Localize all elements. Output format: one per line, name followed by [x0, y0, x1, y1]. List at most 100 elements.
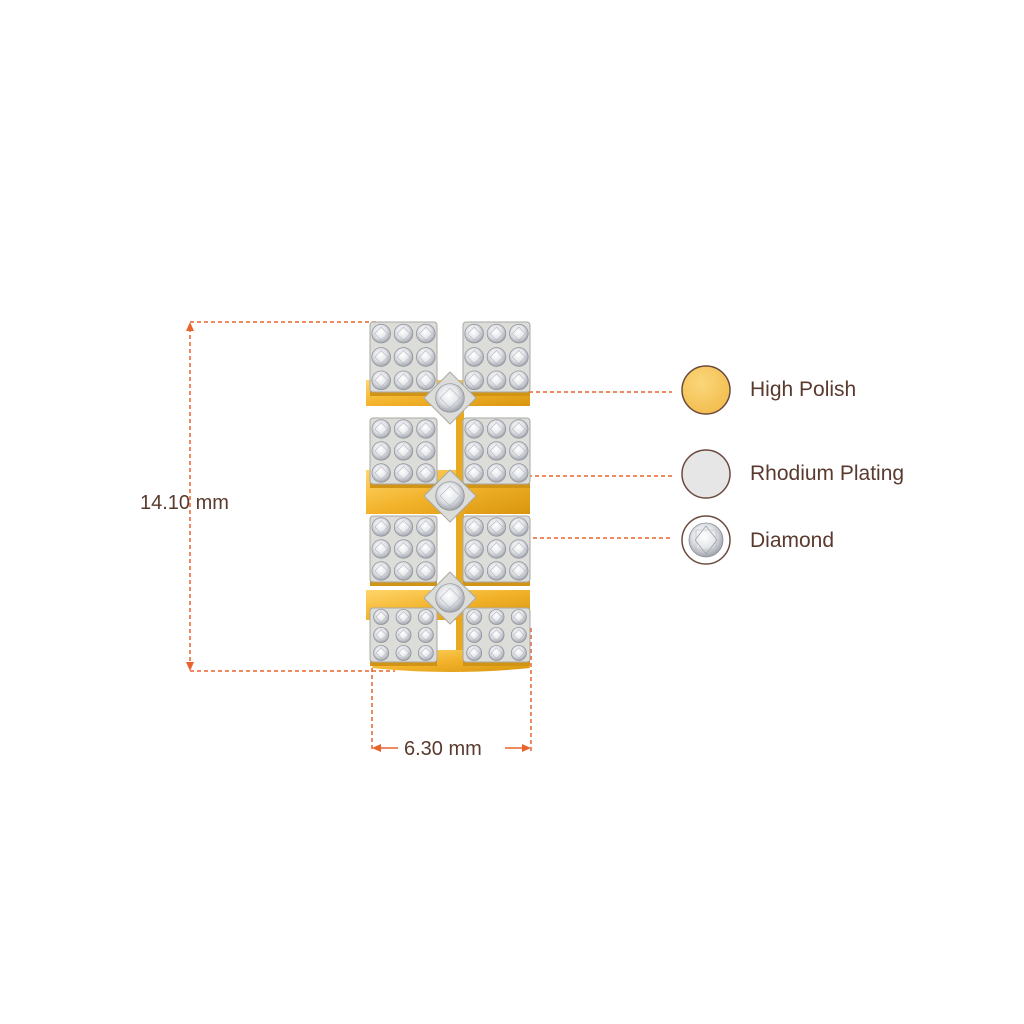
diamond-stone [395, 609, 412, 625]
diamond-stone [486, 561, 507, 581]
diamond-stone [371, 347, 391, 367]
diamond-stone [509, 419, 529, 439]
diamond-stone [464, 323, 484, 344]
diamond-stone [395, 627, 412, 643]
center-diamond [423, 469, 477, 523]
diamond-stone [416, 539, 436, 559]
diamond-stone [393, 419, 414, 439]
diamond-stone [435, 481, 465, 511]
diamond-stone [509, 517, 529, 537]
diamond-stone [510, 645, 527, 661]
diamond-stone [510, 627, 527, 643]
diamond-stone [393, 370, 414, 391]
diamond-stone [417, 627, 434, 643]
diamond-swatch [681, 515, 731, 565]
diamond-stone [488, 645, 505, 661]
legend-label-diamond: Diamond [750, 529, 835, 552]
diamond-stone [466, 627, 483, 643]
diamond-stone [486, 347, 507, 367]
silver-swatch [681, 449, 731, 499]
diamond-stone [371, 463, 391, 483]
diamond-stone [393, 539, 414, 559]
diamond-stone [486, 441, 507, 461]
diamond-stone [371, 441, 391, 461]
diamond-stone [464, 561, 484, 581]
diamond-stone [435, 383, 465, 413]
diamond-stone [416, 561, 436, 581]
pave-block [462, 417, 531, 488]
diamond-stone [371, 561, 391, 581]
diamond-stone [464, 441, 484, 461]
legend-label-high-polish: High Polish [750, 378, 857, 401]
diamond-stone [509, 463, 529, 483]
diamond-stone [416, 370, 436, 391]
legend-swatches [681, 365, 731, 565]
diamond-stone [509, 441, 529, 461]
diamond-stone [464, 463, 484, 483]
pave-block [369, 417, 438, 488]
diamond-stone [464, 370, 484, 391]
diamond-stone [509, 561, 529, 581]
diamond-stone [464, 419, 484, 439]
diamond-stone [464, 347, 484, 367]
width-dimension-label: 6.30 mm [404, 738, 482, 760]
diamond-stone [371, 419, 391, 439]
diamond-stone [393, 441, 414, 461]
diamond-stone [373, 609, 390, 625]
center-diamond [423, 371, 477, 425]
diamond-stone [393, 323, 414, 344]
legend-label-rhodium-plating: Rhodium Plating [750, 462, 905, 485]
diamond-stone [373, 627, 390, 643]
diamond-stone [393, 463, 414, 483]
diamond-stone [393, 561, 414, 581]
gold-edge [456, 400, 464, 650]
diamond-stone [486, 463, 507, 483]
diamond-stone [486, 517, 507, 537]
pave-block [462, 515, 531, 586]
diamond-stone [416, 517, 436, 537]
center-diamond [423, 571, 477, 625]
diamond-stone [464, 517, 484, 537]
diamond-stone [486, 370, 507, 391]
diamond-stone [509, 323, 529, 344]
diamond-stone [416, 323, 436, 344]
diamond-stone [416, 441, 436, 461]
diamond-stone [466, 609, 483, 625]
diamond-stone [371, 517, 391, 537]
diamond-stone [373, 645, 390, 661]
diamond-stone [509, 347, 529, 367]
diamond-stone [435, 583, 465, 613]
diamond-stone [486, 323, 507, 344]
diamond-stone [488, 609, 505, 625]
height-dimension [186, 321, 395, 672]
diamond-stone [416, 463, 436, 483]
diamond-stone [395, 645, 412, 661]
diamond-stone [416, 419, 436, 439]
diamond-stone [393, 347, 414, 367]
height-dimension-label: 14.10 mm [140, 492, 229, 514]
diamond-stone [466, 645, 483, 661]
diamond-stone [509, 539, 529, 559]
diamond-stone [510, 609, 527, 625]
pave-block [462, 607, 531, 666]
diamond-stone [371, 323, 391, 344]
diamond-stone [486, 419, 507, 439]
diamond-stone [417, 645, 434, 661]
earring-product [366, 321, 531, 672]
diamond-stone [486, 539, 507, 559]
pave-block [369, 607, 438, 666]
diamond-stone [393, 517, 414, 537]
diamond-stone [464, 539, 484, 559]
pave-block [369, 321, 438, 396]
width-dimension [371, 628, 532, 752]
diamond-stone [488, 627, 505, 643]
diamond-stone [416, 347, 436, 367]
gold-swatch [681, 365, 731, 415]
diamond-stone [417, 609, 434, 625]
pave-block [462, 321, 531, 396]
pave-block [369, 515, 438, 586]
diamond-stone [371, 539, 391, 559]
diamond-stone [371, 370, 391, 391]
diamond-stone [509, 370, 529, 391]
